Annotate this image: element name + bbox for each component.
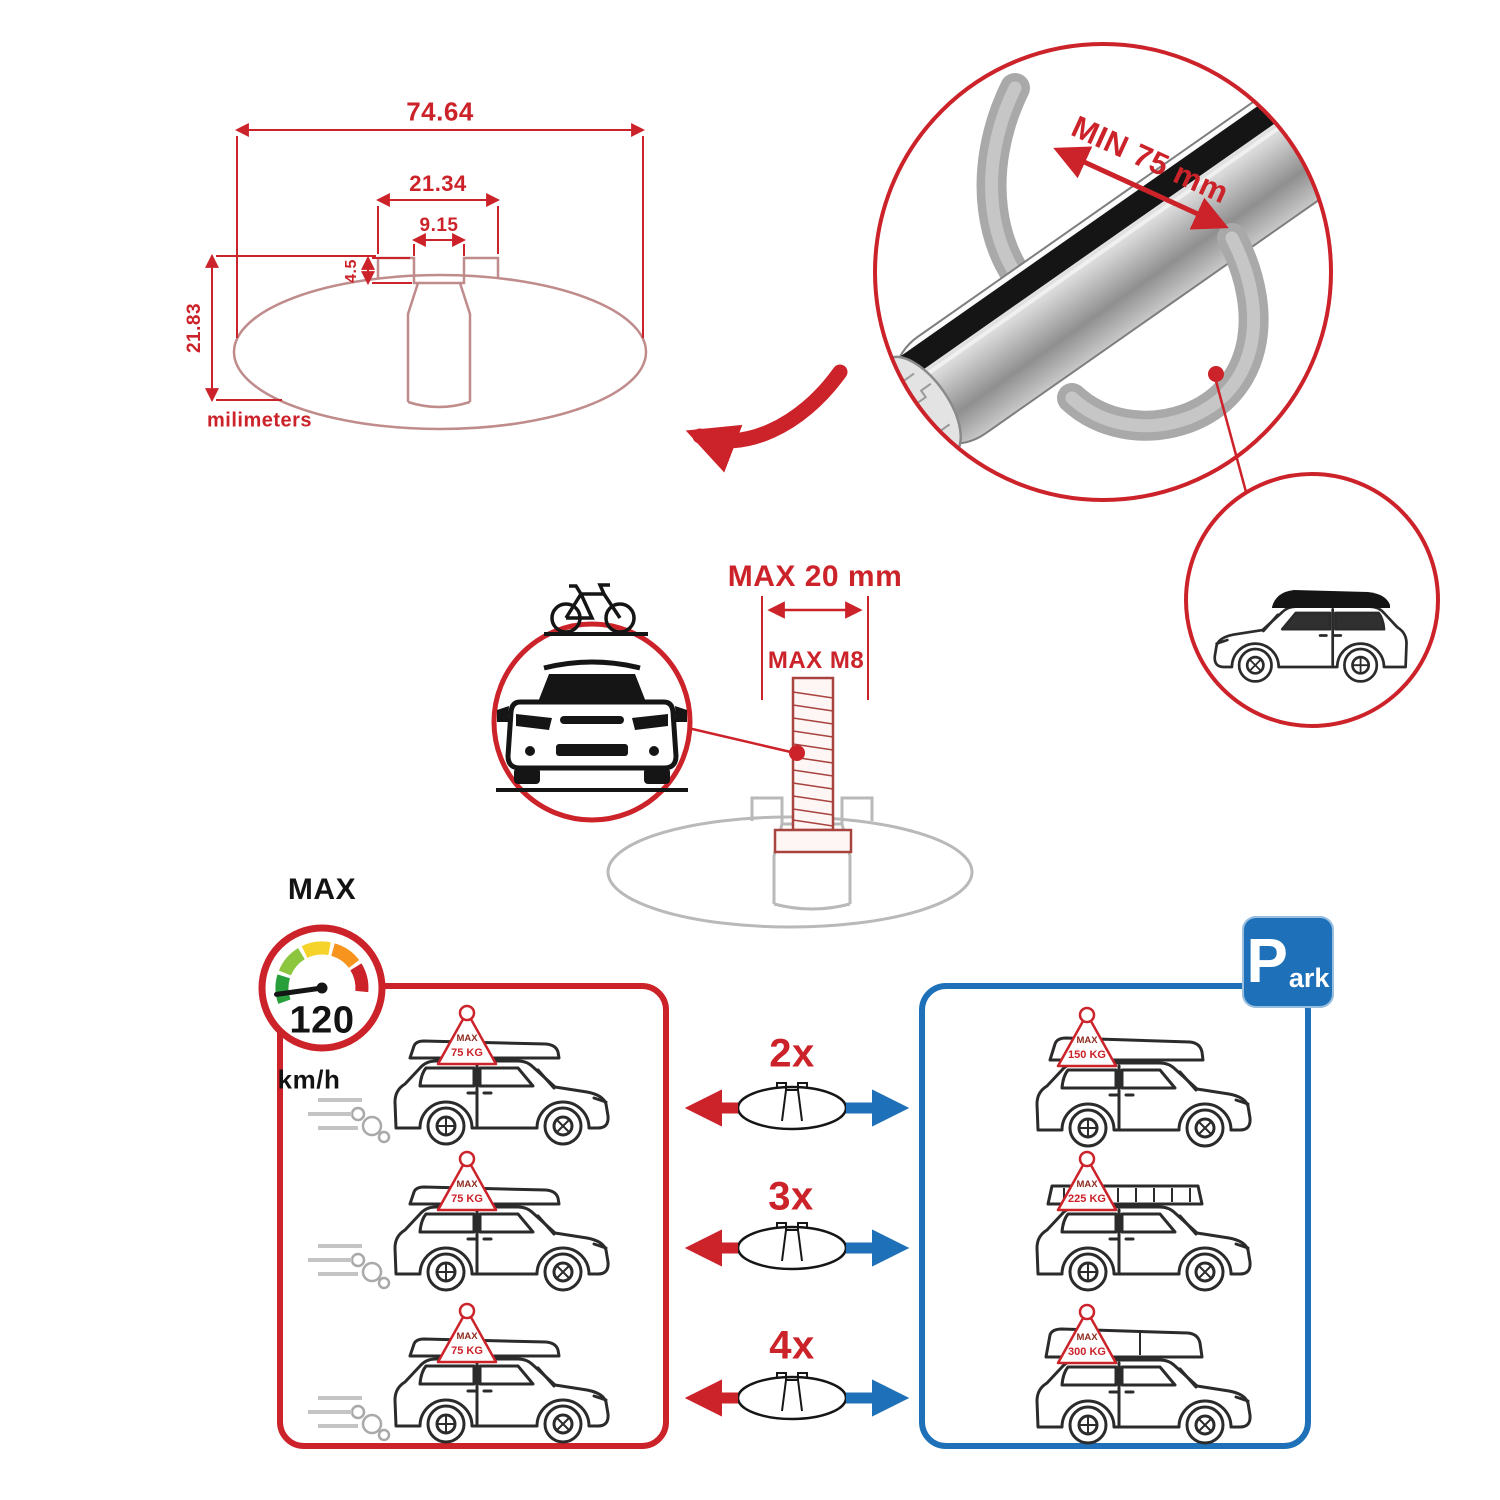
bar-quantity-graphics <box>684 1082 910 1421</box>
dim-channel-width-label: 21.34 <box>409 171 467 196</box>
speed-gauge <box>258 924 386 1052</box>
dim-slot-width-label: 9.15 <box>419 215 459 236</box>
load-badge-driving-2: MAX 75 KG <box>432 1150 502 1214</box>
badge-load-value: 225 KG <box>1068 1193 1106 1205</box>
badge-max-label: MAX <box>456 1331 478 1342</box>
load-badge-shape <box>1056 1303 1118 1365</box>
dim-total-width-label: 74.64 <box>406 96 474 127</box>
channel-cross-section-faded <box>606 796 974 929</box>
max-width-label: MAX 20 mm <box>727 560 903 593</box>
circle-connector-line <box>1214 380 1248 493</box>
parking-sign-letter: P <box>1246 927 1288 996</box>
gauge-units: km/h <box>277 1064 341 1095</box>
quantity-label-4x: 4x <box>769 1323 815 1368</box>
car-front-icon <box>496 659 688 792</box>
badge-max-label: MAX <box>456 1179 478 1190</box>
bar-detail-circle <box>873 42 1333 502</box>
load-badge-parked-2: MAX 225 KG <box>1052 1150 1122 1214</box>
load-badge-shape <box>436 1004 498 1066</box>
roof-box <box>1272 590 1390 608</box>
quantity-label-2x: 2x <box>769 1031 815 1076</box>
gauge-title: MAX <box>287 873 357 906</box>
cross-section-drawing <box>205 123 648 431</box>
min-span-arrow <box>1053 146 1229 230</box>
zoom-arrow <box>685 364 848 473</box>
car-front-circle <box>491 583 693 823</box>
load-badge-shape <box>1056 1150 1118 1212</box>
load-badge-driving-3: MAX 75 KG <box>432 1302 502 1366</box>
load-badge-shape <box>1056 1006 1118 1068</box>
badge-load-value: 150 KG <box>1068 1049 1106 1061</box>
load-badge-shape <box>436 1302 498 1364</box>
motion-dust <box>308 1098 391 1442</box>
bicycle-icon <box>544 583 648 636</box>
crossbar-profile-outline <box>232 256 648 431</box>
badge-max-label: MAX <box>1076 1179 1098 1190</box>
badge-max-label: MAX <box>1076 1332 1098 1343</box>
bolt-diagram <box>687 596 869 854</box>
badge-load-value: 75 KG <box>451 1047 483 1059</box>
crossbar-icon-2x <box>736 1082 848 1131</box>
gauge-value: 120 <box>289 999 355 1042</box>
parking-sign-suffix: ark <box>1288 963 1330 993</box>
crossbar-icon-4x <box>736 1372 848 1421</box>
bolt-t-head <box>773 828 853 854</box>
suv-roofbox-circle <box>1184 472 1440 728</box>
load-badge-parked-1: MAX 150 KG <box>1052 1006 1122 1070</box>
max-thread-label: MAX M8 <box>767 647 865 674</box>
load-badge-parked-3: MAX 300 KG <box>1052 1303 1122 1367</box>
badge-load-value: 75 KG <box>451 1345 483 1357</box>
dimension-lines <box>205 123 646 403</box>
bolt-point-dot <box>789 745 805 761</box>
load-badge-driving-1: MAX 75 KG <box>432 1004 502 1068</box>
badge-max-label: MAX <box>1076 1035 1098 1046</box>
units-label: milimeters <box>207 409 313 432</box>
badge-load-value: 75 KG <box>451 1193 483 1205</box>
clamp-point-dot <box>1208 366 1224 382</box>
dim-total-height-label: 21.83 <box>184 302 205 354</box>
load-badge-shape <box>436 1150 498 1212</box>
gauge-needle <box>274 985 325 997</box>
quantity-label-3x: 3x <box>768 1174 814 1219</box>
dim-lip-depth-label: 4.5 <box>343 259 360 283</box>
crossbar-icon-3x <box>736 1222 848 1271</box>
badge-load-value: 300 KG <box>1068 1346 1106 1358</box>
badge-max-label: MAX <box>456 1033 478 1044</box>
